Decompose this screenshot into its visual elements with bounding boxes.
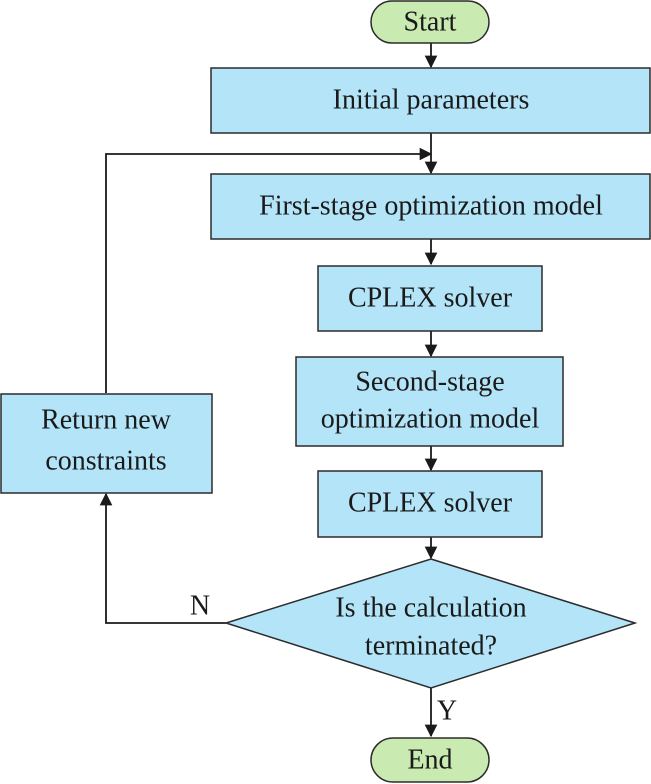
second-stage-label-line2: optimization model (321, 404, 540, 435)
second-stage-node: Second-stage optimization model (295, 356, 564, 447)
decision-label-line1: Is the calculation (335, 593, 526, 624)
decision-node: Is the calculation terminated? (223, 558, 638, 689)
end-label: End (407, 745, 452, 776)
edge-return-loop (105, 147, 433, 393)
end-node: End (370, 737, 490, 783)
cplex-solver-1-label: CPLEX solver (348, 283, 513, 314)
branch-label-yes: Y (437, 696, 457, 727)
return-constraints-label-line2: constraints (45, 446, 166, 477)
first-stage-node: First-stage optimization model (210, 173, 651, 240)
second-stage-label-line1: Second-stage (355, 367, 504, 398)
return-constraints-label-line1: Return new (41, 405, 172, 436)
edge-decision-return (99, 492, 226, 624)
start-label: Start (404, 7, 457, 38)
first-stage-label: First-stage optimization model (259, 191, 603, 222)
decision-label-line2: terminated? (365, 631, 497, 662)
branch-label-no: N (190, 591, 210, 622)
start-node: Start (370, 0, 490, 44)
return-constraints-node: Return new constraints (0, 393, 213, 494)
initial-parameters-label: Initial parameters (333, 85, 530, 116)
cplex-solver-2-label: CPLEX solver (348, 488, 513, 519)
cplex-solver-2-node: CPLEX solver (317, 470, 543, 538)
cplex-solver-1-node: CPLEX solver (317, 265, 543, 332)
initial-parameters-node: Initial parameters (210, 67, 651, 134)
